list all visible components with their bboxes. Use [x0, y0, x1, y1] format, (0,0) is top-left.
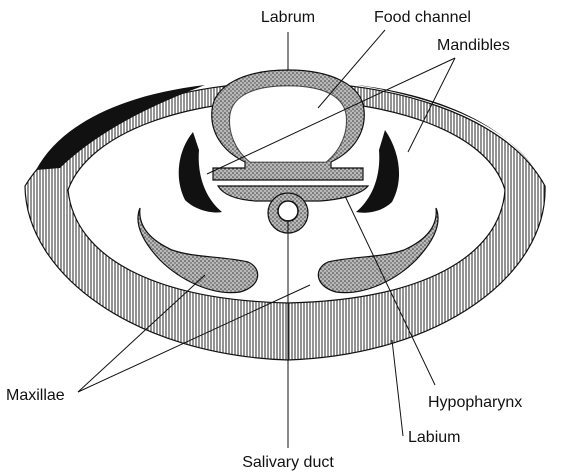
food-channel-lumen [230, 86, 347, 162]
label-salivary-duct: Salivary duct [242, 454, 334, 471]
label-mandibles: Mandibles [437, 37, 510, 54]
label-maxillae: Maxillae [6, 387, 65, 404]
leader-labium [392, 340, 403, 436]
labrum-shape [212, 70, 364, 180]
label-food-channel: Food channel [374, 9, 471, 26]
label-labrum: Labrum [261, 9, 315, 26]
label-labium: Labium [408, 429, 460, 446]
label-hypopharynx: Hypopharynx [428, 394, 522, 411]
